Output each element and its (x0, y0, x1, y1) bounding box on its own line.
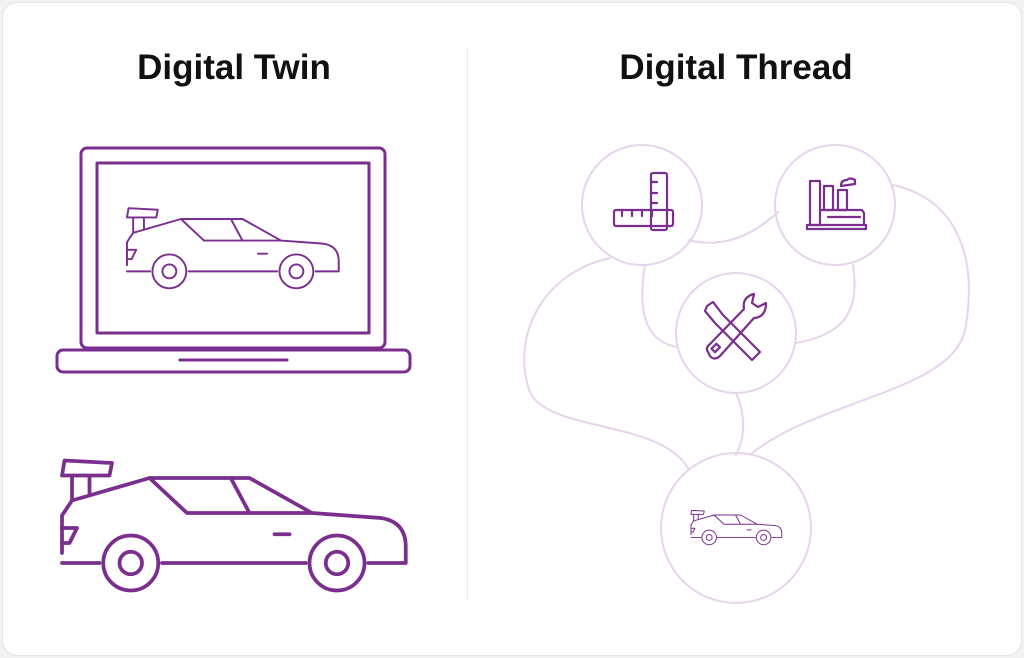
tools-icon (703, 292, 768, 362)
thread-car-icon (690, 509, 783, 546)
laptop-icon (55, 146, 412, 374)
screen-car-icon (126, 207, 340, 290)
divider (467, 48, 468, 600)
car-icon (60, 458, 408, 593)
digital-twin-title: Digital Twin (137, 48, 331, 87)
digital-thread-title: Digital Thread (619, 48, 853, 87)
factory-icon (805, 177, 868, 231)
thread-connectors (523, 144, 970, 604)
ruler-icon (612, 171, 675, 232)
